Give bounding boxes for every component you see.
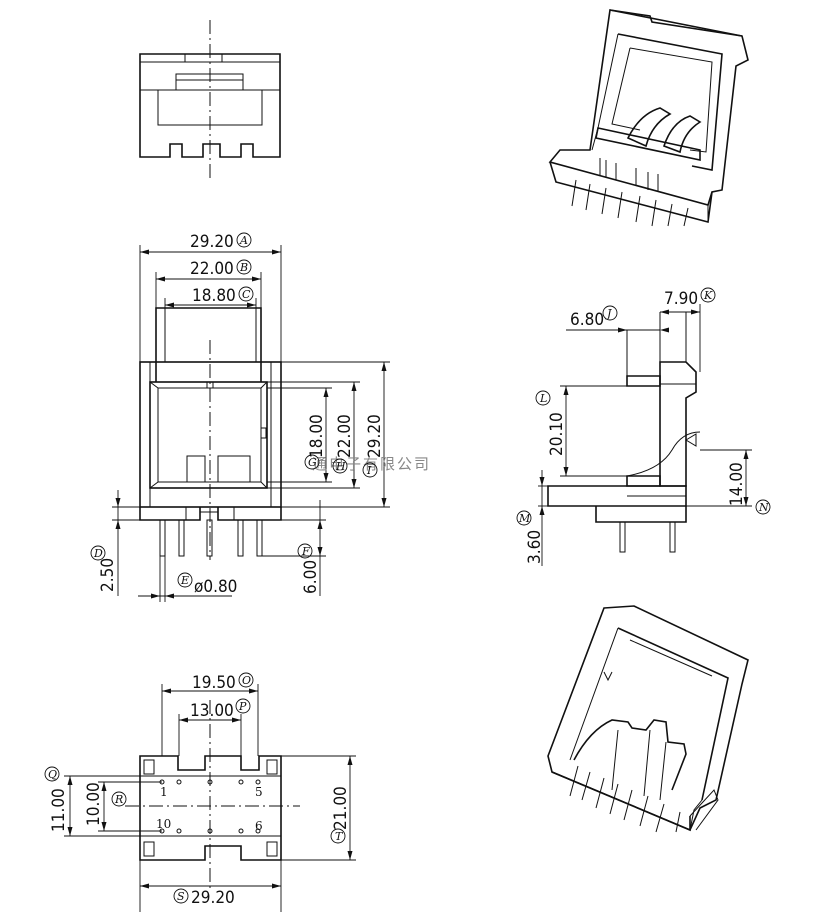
dim-M-letter: M xyxy=(518,512,531,525)
pin-label-10: 10 xyxy=(156,817,171,831)
dim-G-letter: G xyxy=(308,456,317,469)
dim-G-value: 18.00 xyxy=(307,414,327,458)
side-view xyxy=(538,304,752,566)
dim-B-letter: B xyxy=(239,261,248,274)
dim-A-letter: A xyxy=(239,234,248,247)
dim-A-value: 29.20 xyxy=(190,232,234,252)
dim-F-value: 6.00 xyxy=(301,560,321,594)
dim-N-value: 14.00 xyxy=(727,462,747,506)
isometric-view-bottom xyxy=(547,605,749,833)
dim-L-value: 20.10 xyxy=(547,412,567,456)
bottom-view xyxy=(64,684,356,912)
dim-E-value: ø0.80 xyxy=(194,577,237,597)
iso1-pins xyxy=(571,179,689,227)
dim-Q-value: 11.00 xyxy=(49,788,69,832)
dim-H-value: 22.00 xyxy=(335,414,355,458)
dim-R-value: 10.00 xyxy=(84,782,104,826)
pin-label-5: 5 xyxy=(255,785,263,799)
dim-S-letter: S xyxy=(177,890,185,903)
dim-Q-letter: Q xyxy=(48,768,57,781)
pin-label-6: 6 xyxy=(255,819,263,833)
dim-M-value: 3.60 xyxy=(525,530,545,564)
dim-P-letter: P xyxy=(238,700,247,713)
dim-D-value: 2.50 xyxy=(98,558,118,592)
dim-I-letter: I xyxy=(366,464,372,477)
front-view xyxy=(112,245,390,602)
iso2-pins xyxy=(569,765,681,833)
dim-K-value: 7.90 xyxy=(664,289,698,309)
top-view xyxy=(139,20,281,180)
dim-K-letter: K xyxy=(703,289,713,302)
dim-T-letter: T xyxy=(335,830,344,843)
dim-D-letter: D xyxy=(93,547,103,560)
dim-R-letter: R xyxy=(114,793,123,806)
dim-I-value: 29.20 xyxy=(365,414,385,458)
dim-E-letter: E xyxy=(180,574,189,587)
dim-J-letter: J xyxy=(605,307,612,320)
dim-T-value: 21.00 xyxy=(331,786,351,830)
dim-O-letter: O xyxy=(242,674,251,687)
dim-O-value: 19.50 xyxy=(192,673,236,693)
dim-C-value: 18.80 xyxy=(192,286,236,306)
pin-label-1: 1 xyxy=(160,785,168,799)
dim-H-letter: H xyxy=(335,460,346,473)
dim-L-letter: L xyxy=(539,392,547,405)
dim-N-letter: N xyxy=(758,501,769,514)
isometric-view-top xyxy=(548,9,749,227)
dim-F-letter: F xyxy=(301,545,310,558)
dim-S-value: 29.20 xyxy=(191,888,235,908)
dim-P-value: 13.00 xyxy=(190,701,234,721)
dim-C-letter: C xyxy=(242,288,251,301)
dim-B-value: 22.00 xyxy=(190,259,234,279)
dim-J-value: 6.80 xyxy=(570,310,604,330)
